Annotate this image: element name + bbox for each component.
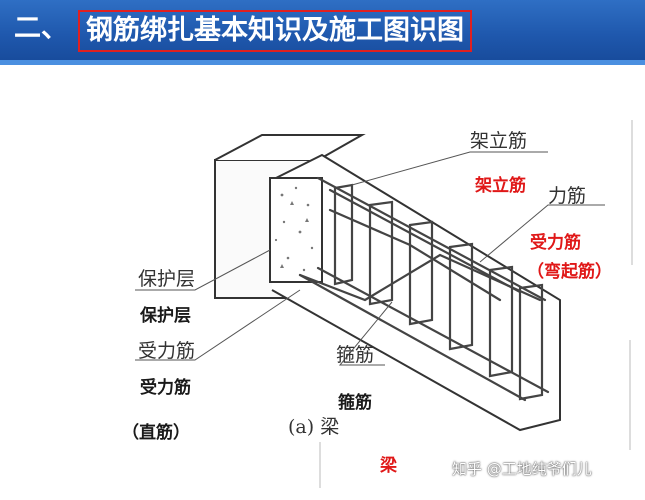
diagram-caption: (a) 梁 bbox=[288, 416, 340, 438]
concrete-beam bbox=[214, 134, 561, 432]
frame-lines bbox=[319, 120, 633, 488]
header-stripe bbox=[0, 60, 645, 65]
annotation-gujin: 箍筋 bbox=[338, 393, 372, 413]
label-shoulijin-top: 力筋 bbox=[548, 185, 587, 207]
rebar-cage bbox=[298, 176, 550, 402]
label-gujin: 箍筋 bbox=[336, 344, 375, 366]
annotation-jialijin: 架立筋 bbox=[475, 176, 526, 196]
leader-lines bbox=[135, 151, 605, 366]
label-jialijin: 架立筋 bbox=[470, 130, 528, 152]
annotation-wanqijin: （弯起筋） bbox=[527, 262, 612, 282]
annotation-liang: 梁 bbox=[380, 456, 397, 476]
annotation-shoulijin-wanqi: 受力筋 bbox=[530, 233, 581, 253]
page-title: 钢筋绑扎基本知识及施工图识图 bbox=[78, 10, 472, 52]
annotation-zhijin: （直筋） bbox=[122, 423, 190, 443]
label-shoulijin-left: 受力筋 bbox=[138, 340, 196, 362]
watermark: 知乎 @工地纯爷们儿 bbox=[452, 460, 592, 478]
label-baohuceng: 保护层 bbox=[138, 268, 196, 290]
annotation-baohuceng: 保护层 bbox=[140, 306, 191, 326]
concrete-hatching bbox=[274, 186, 314, 272]
title-number: 二、 bbox=[14, 13, 68, 44]
annotation-shoulijin-zhi: 受力筋 bbox=[140, 378, 191, 398]
